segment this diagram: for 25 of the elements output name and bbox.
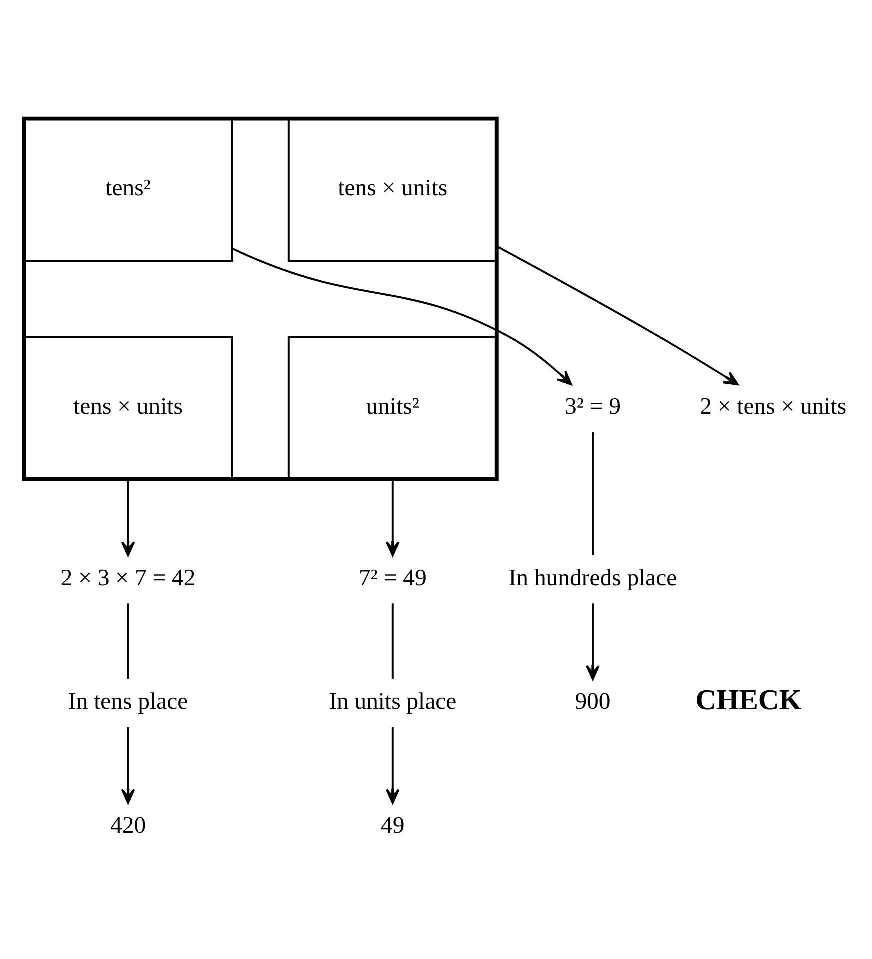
- node-box: tens × units: [23, 336, 234, 480]
- node-text: 49: [381, 812, 405, 839]
- node-text: 900: [575, 689, 611, 716]
- node-box: units²: [288, 336, 498, 480]
- connector: [127, 604, 130, 680]
- node-text: In hundreds place: [508, 565, 678, 592]
- arrow: [386, 480, 400, 556]
- node-text: 420: [110, 812, 146, 839]
- connector: [592, 432, 594, 556]
- arrow: [586, 604, 600, 680]
- node-box: tens²: [23, 118, 234, 262]
- connector: [392, 604, 394, 680]
- node-text: In tens place: [68, 689, 188, 716]
- label: CHECK: [696, 684, 802, 716]
- node-text: 3² = 9: [564, 394, 621, 420]
- arrow: [121, 480, 136, 556]
- arrow: [386, 727, 400, 804]
- arrow: [232, 248, 572, 386]
- node-box: tens × units: [288, 118, 498, 262]
- arrow: [496, 246, 739, 386]
- node-text: 7² = 49: [358, 565, 427, 592]
- node-text: In units place: [329, 689, 457, 716]
- node-text: 2 × tens × units: [700, 394, 847, 420]
- node-text: 2 × 3 × 7 = 42: [60, 565, 196, 592]
- arrow: [121, 727, 136, 804]
